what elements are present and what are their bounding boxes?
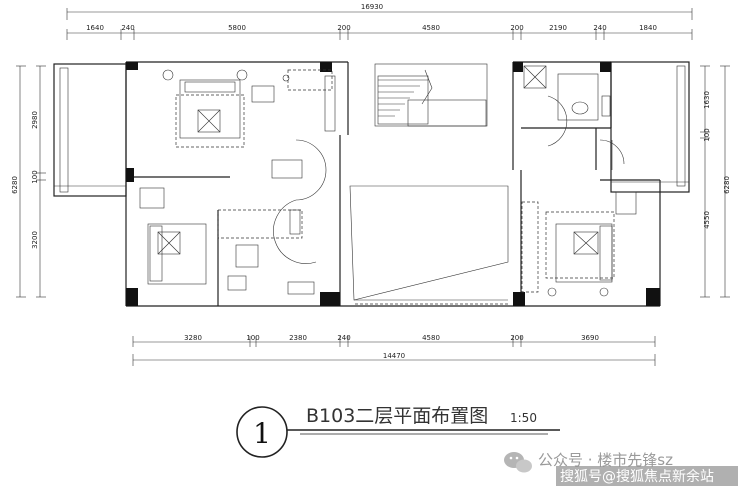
left-total-dim: 6280 bbox=[11, 176, 19, 194]
staircase bbox=[377, 69, 487, 127]
bedroom-3-furniture bbox=[521, 191, 637, 297]
exterior-walls bbox=[53, 61, 690, 307]
drawing-number: 1 bbox=[253, 417, 271, 450]
bottom-dim-2: 100 bbox=[246, 334, 259, 342]
right-dimension: 1630 100 4550 6280 bbox=[700, 65, 731, 298]
columns bbox=[126, 62, 660, 306]
bottom-total-dim: 14470 bbox=[383, 352, 405, 360]
watermark-source: 搜狐号@搜狐焦点新余站 bbox=[560, 468, 714, 485]
top-dim-5: 4580 bbox=[422, 24, 440, 32]
top-dim-3: 5800 bbox=[228, 24, 246, 32]
bottom-dim-6: 200 bbox=[510, 334, 523, 342]
watermark-account: 公众号 · 楼市先锋sz bbox=[538, 451, 673, 469]
top-dim-6: 200 bbox=[510, 24, 523, 32]
bottom-dim-5: 4580 bbox=[422, 334, 440, 342]
left-dim-2: 100 bbox=[31, 170, 39, 183]
bottom-dim-1: 3280 bbox=[184, 334, 202, 342]
bottom-dim-3: 2380 bbox=[289, 334, 307, 342]
top-dim-1: 1640 bbox=[86, 24, 104, 32]
left-dimension: 6280 2980 100 3200 bbox=[11, 65, 46, 298]
bedroom-1-furniture bbox=[162, 69, 336, 148]
drawing-title: B103二层平面布置图 bbox=[306, 405, 488, 427]
top-dim-2: 240 bbox=[121, 24, 134, 32]
right-dim-3: 4550 bbox=[703, 211, 711, 229]
drawing-number-circle bbox=[236, 406, 288, 458]
top-dim-4: 200 bbox=[337, 24, 350, 32]
bedroom-2-furniture bbox=[139, 159, 315, 295]
bottom-dimension: 3280 100 2380 240 4580 200 3690 14470 bbox=[132, 334, 656, 366]
doors bbox=[273, 95, 625, 264]
left-dim-3: 3200 bbox=[31, 231, 39, 249]
top-dim-8: 240 bbox=[593, 24, 606, 32]
drawing-scale: 1:50 bbox=[510, 411, 537, 425]
left-dim-1: 2980 bbox=[31, 111, 39, 129]
wechat-icon bbox=[504, 452, 532, 473]
right-dim-1: 1630 bbox=[703, 91, 711, 109]
top-dim-9: 1840 bbox=[639, 24, 657, 32]
watermark: 公众号 · 楼市先锋sz 搜狐号@搜狐焦点新余站 bbox=[504, 451, 738, 486]
open-void bbox=[349, 185, 509, 305]
top-dimension: 16930 1640 240 5800 200 4580 200 2190 24… bbox=[66, 3, 693, 40]
bottom-dim-4: 240 bbox=[337, 334, 350, 342]
right-dim-2: 100 bbox=[703, 128, 711, 141]
top-total-dim: 16930 bbox=[361, 3, 383, 11]
title-block: 1 B103二层平面布置图 1:50 bbox=[236, 405, 560, 458]
bottom-dim-7: 3690 bbox=[581, 334, 599, 342]
bathroom-fixtures bbox=[523, 65, 611, 121]
right-total-dim: 6280 bbox=[723, 176, 731, 194]
top-dim-7: 2190 bbox=[549, 24, 567, 32]
